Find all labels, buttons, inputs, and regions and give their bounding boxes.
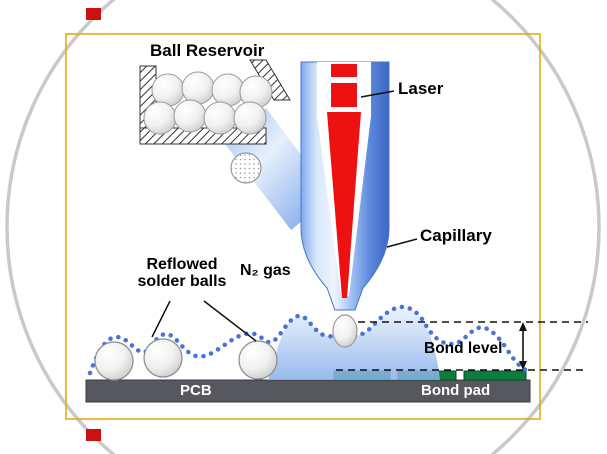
capillary-pointer-line (386, 238, 418, 248)
solder-ball (211, 73, 245, 107)
pcb-label: PCB (180, 382, 212, 399)
ball-reservoir (139, 59, 291, 145)
bond-pad-rect (463, 370, 527, 381)
laser-beam (327, 64, 361, 298)
ball-in-chute (230, 152, 262, 184)
solder-ball (173, 99, 207, 133)
n2-gas-cloud (268, 306, 440, 380)
laser-pointer-line (360, 90, 395, 98)
reflowed-label-line1: Reflowed (146, 256, 218, 273)
solder-ball (143, 101, 177, 135)
reflowed-solder-balls-label: Reflowed solder balls (128, 256, 236, 291)
bond-pad-label: Bond pad (421, 382, 491, 399)
reservoir-wall-bottom (139, 127, 267, 145)
solder-ball (203, 101, 237, 135)
solder-ball (94, 341, 134, 381)
solder-ball (233, 101, 267, 135)
solder-ball (151, 73, 185, 107)
ball-reservoir-label: Ball Reservoir (150, 41, 265, 60)
reflowed-pointer-line-2 (203, 300, 257, 342)
solder-ball (238, 340, 278, 380)
n2-gas-label: N₂ gas (240, 262, 291, 279)
label-pointer-lines (151, 90, 418, 342)
bond-level-label: Bond level (424, 340, 503, 357)
dashed-level-lines (336, 321, 588, 371)
bond-level-arrow (519, 322, 527, 370)
frame-border (65, 33, 541, 420)
ball-at-nozzle (332, 314, 358, 348)
solder-ball (143, 338, 183, 378)
background-circle (5, 0, 601, 454)
capillary-label: Capillary (420, 226, 492, 245)
capillary-body (300, 61, 390, 311)
laser-label: Laser (398, 79, 444, 98)
corner-marker-top (86, 8, 101, 20)
reflowed-label-line2: solder balls (137, 272, 227, 290)
corner-marker-bottom (86, 429, 101, 441)
reflowed-solder-balls (94, 338, 278, 381)
reservoir-balls (143, 71, 273, 135)
solder-ball (181, 71, 215, 105)
reflowed-pointer-line-1 (151, 300, 171, 338)
